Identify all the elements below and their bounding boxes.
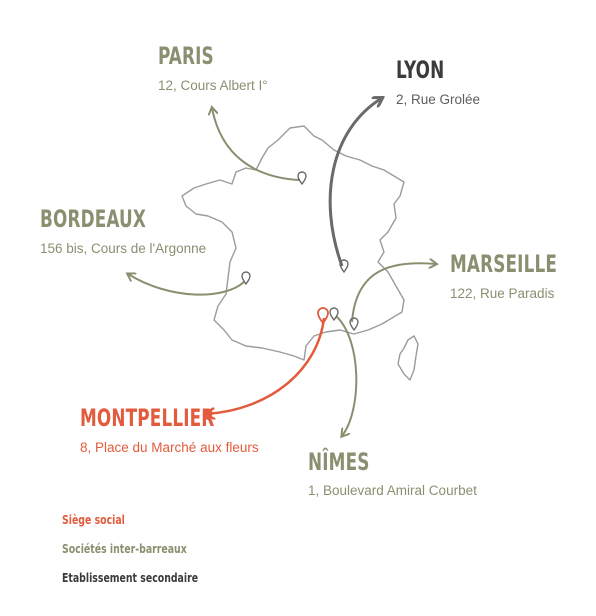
paris-arrow: [212, 108, 301, 181]
legend-etablissement-secondaire: Etablissement secondaire: [62, 571, 199, 585]
montpellier-pin-icon: [317, 307, 329, 325]
paris-address: 12, Cours Albert I°: [158, 78, 268, 93]
lyon-pin-icon: [339, 259, 349, 274]
montpellier-arrow: [206, 317, 326, 414]
montpellier-city-label: MONTPELLIER: [80, 404, 215, 432]
nimes-arrow: [335, 315, 358, 436]
corsica-outline: [397, 335, 419, 381]
bordeaux-pin-icon: [241, 271, 251, 286]
marseille-arrow: [351, 263, 436, 323]
legend-siege-social: Siège social: [62, 513, 125, 527]
france-outline: [181, 125, 405, 361]
bordeaux-arrow: [128, 274, 245, 296]
bordeaux-address: 156 bis, Cours de l'Argonne: [40, 241, 207, 256]
marseille-city-label: MARSEILLE: [450, 250, 558, 278]
marseille-pin-icon: [349, 317, 359, 332]
lyon-city-label: LYON: [396, 56, 445, 84]
bordeaux-city-label: BORDEAUX: [40, 205, 146, 233]
montpellier-address: 8, Place du Marché aux fleurs: [80, 440, 259, 455]
paris-pin-icon: [297, 171, 307, 186]
nimes-city-label: NÎMES: [308, 448, 370, 476]
legend-societes-inter-barreaux: Sociétés inter-barreaux: [62, 542, 187, 556]
nimes-pin-icon: [329, 307, 339, 322]
lyon-address: 2, Rue Grolée: [396, 92, 481, 107]
paris-city-label: PARIS: [158, 42, 214, 70]
marseille-address: 122, Rue Paradis: [450, 286, 555, 301]
lyon-arrow: [328, 98, 382, 267]
nimes-address: 1, Boulevard Amiral Courbet: [308, 483, 477, 498]
